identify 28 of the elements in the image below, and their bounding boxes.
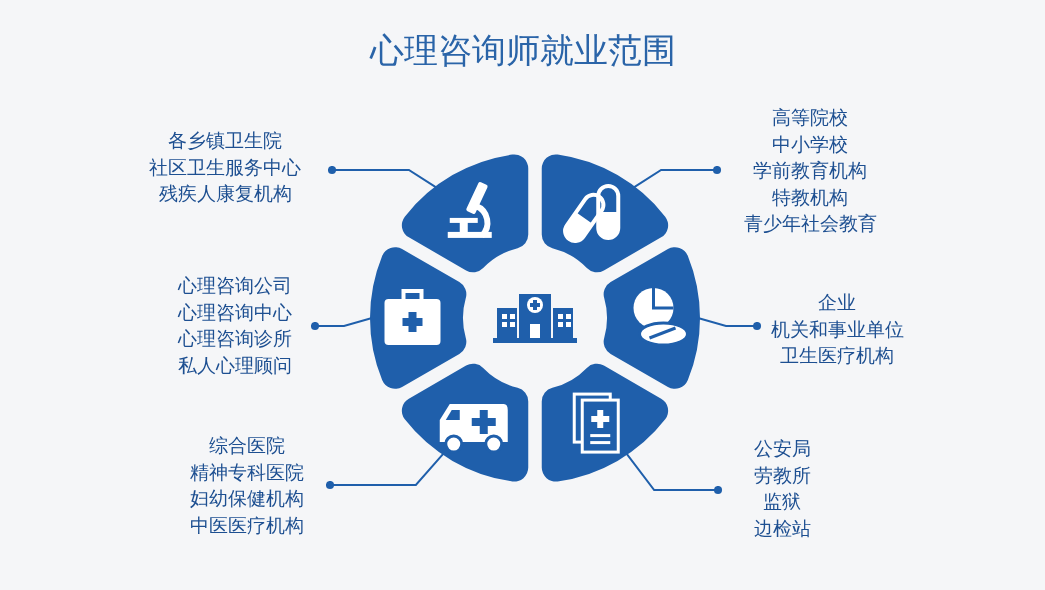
title: 心理咨询师就业范围 [369, 30, 676, 70]
organization-name: 公安局 [752, 436, 812, 461]
organization-name: 机关和事业单位 [769, 316, 905, 342]
organization-name: 特教机构 [771, 184, 849, 210]
organization-name: 残疾人康复机构 [157, 181, 293, 206]
organization-name: 社区卫生服务中心 [148, 154, 302, 180]
organization-name: 私人心理顾问 [177, 352, 293, 378]
organization-name: 中医医疗机构 [189, 512, 305, 538]
organization-name: 中小学校 [771, 131, 849, 157]
organization-name: 心理咨询中心 [177, 299, 293, 325]
organization-name: 青少年社会教育 [742, 211, 878, 236]
organization-name: 企业 [817, 290, 857, 315]
organization-name: 卫生医疗机构 [779, 343, 895, 368]
leader-line [327, 165, 438, 189]
organization-name: 心理咨询公司 [177, 273, 293, 298]
organization-name: 心理咨询诊所 [177, 326, 293, 351]
leader-line [325, 452, 445, 490]
organization-name: 精神专科医院 [189, 459, 305, 485]
leader-line [625, 452, 723, 495]
organization-name: 各乡镇卫生院 [167, 128, 283, 153]
organization-name: 综合医院 [208, 433, 286, 458]
organization-name: 高等院校 [771, 105, 849, 130]
organization-name: 边检站 [752, 515, 812, 541]
organization-name: 劳教所 [752, 462, 812, 488]
organization-name: 监狱 [762, 489, 802, 514]
leader-line [632, 165, 722, 189]
organization-name: 学前教育机构 [752, 158, 868, 183]
organization-name: 妇幼保健机构 [189, 486, 305, 511]
